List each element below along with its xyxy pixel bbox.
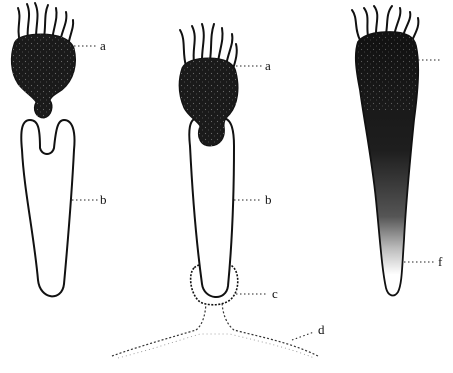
part-d-middle [112, 300, 318, 358]
speckle-overlay-right [357, 32, 416, 110]
label-a-left: a [100, 38, 106, 53]
specimen-middle: a b c d [112, 24, 325, 358]
specimen-left: a b [11, 3, 106, 296]
leader-d-middle [292, 332, 314, 340]
label-c-middle: c [272, 286, 278, 301]
label-d-middle: d [318, 322, 325, 337]
label-a-middle: a [265, 58, 271, 73]
specimen-right: f [352, 6, 443, 295]
part-b-left [21, 120, 74, 296]
label-b-middle: b [265, 192, 272, 207]
label-f-right: f [438, 254, 443, 269]
label-b-left: b [100, 192, 107, 207]
part-a-left [11, 3, 75, 118]
